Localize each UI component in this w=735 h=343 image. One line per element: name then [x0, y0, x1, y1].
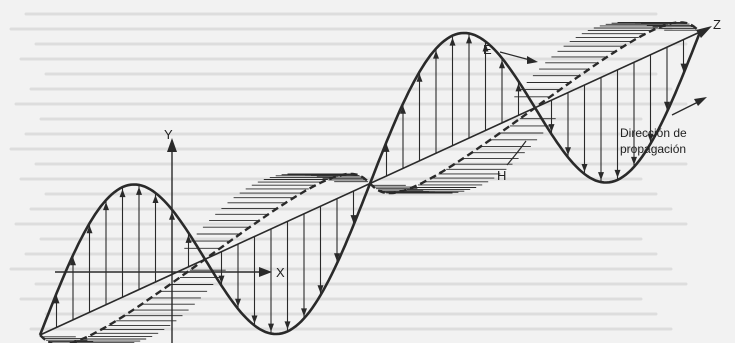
e-field-arrow — [647, 54, 654, 144]
e-field-arrow — [614, 69, 621, 180]
e-field-arrow — [235, 244, 241, 309]
direction-label-line1: Dirección de — [620, 126, 687, 140]
direction-leader-arrowhead — [694, 97, 707, 106]
e-field-arrow — [449, 35, 456, 146]
e-field-arrow — [317, 206, 324, 296]
direction-label-line2: propagación — [620, 142, 686, 156]
e-field-arrow — [268, 228, 274, 334]
e-field-label: E — [483, 42, 492, 57]
e-field-arrow — [565, 92, 571, 158]
y-axis-arrowhead — [167, 138, 177, 152]
e-field-arrow — [400, 103, 406, 169]
e-field-arrow — [152, 192, 159, 282]
e-field-arrow — [284, 221, 291, 332]
z-axis-label: Z — [713, 17, 721, 32]
e-field-arrow — [301, 213, 307, 319]
e-field-arrow — [70, 255, 76, 320]
e-field-arrow — [103, 200, 109, 305]
x-axis-label: X — [276, 265, 285, 280]
h-field-hatch — [41, 21, 699, 343]
e-label-leader-arrowhead — [527, 56, 538, 64]
e-field-arrow — [416, 71, 423, 161]
h-label-leader — [506, 140, 527, 166]
e-field-arrow — [515, 81, 522, 116]
e-field-arrow — [664, 47, 670, 112]
e-field-arrow — [53, 293, 60, 328]
e-field-arrow — [598, 77, 604, 183]
e-field-arrows — [53, 33, 687, 334]
h-field-label: H — [497, 168, 506, 183]
e-field-arrow — [680, 39, 687, 74]
e-field-arrow — [334, 198, 340, 264]
e-field-arrow — [548, 100, 555, 135]
direction-leader — [671, 100, 701, 116]
h-field-curve — [39, 21, 701, 343]
y-axis-label: Y — [164, 127, 173, 142]
x-axis-arrowhead — [259, 267, 272, 277]
e-field-arrow — [251, 236, 258, 326]
e-field-arrow — [482, 41, 489, 131]
e-field-arrow — [350, 191, 357, 226]
e-field-arrow — [136, 184, 142, 290]
e-field-arrow — [433, 48, 439, 154]
e-field-arrow — [383, 141, 390, 176]
e-field-arrow — [119, 187, 126, 298]
e-field-arrow — [499, 58, 505, 123]
e-field-arrow — [185, 232, 192, 267]
e-field-arrow — [86, 223, 93, 313]
e-field-arrow — [631, 62, 637, 167]
e-field-arrow — [581, 85, 588, 175]
e-field-arrow — [466, 33, 472, 139]
e-label-leader — [499, 51, 531, 61]
e-field-arrow — [218, 251, 225, 286]
